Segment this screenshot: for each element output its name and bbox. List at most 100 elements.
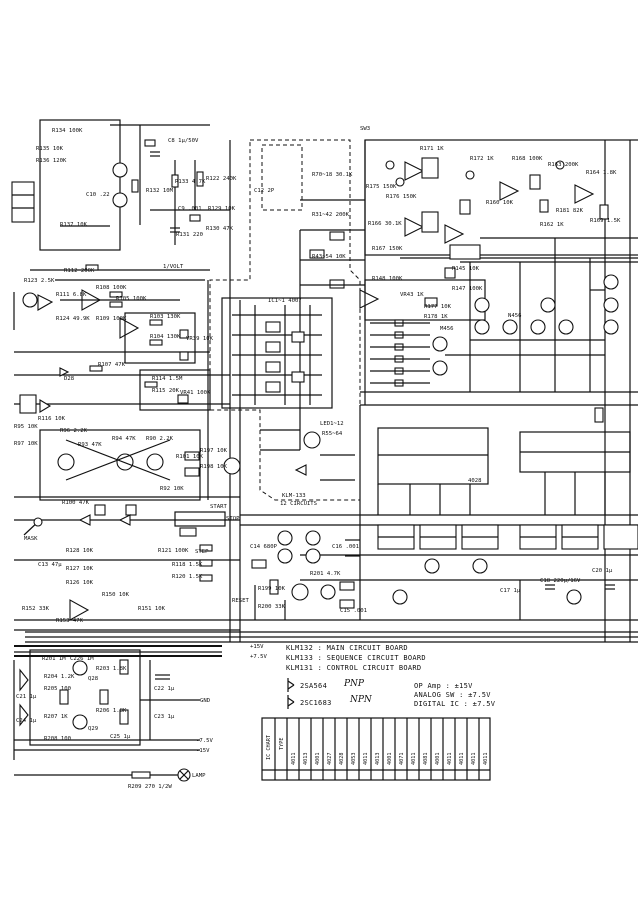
- component-label: Q28: [88, 676, 99, 682]
- component-label: R137 10K: [60, 222, 88, 228]
- component-label: R208 100: [44, 736, 71, 742]
- board-legend-line: KLM133 : SEQUENCE CIRCUIT BOARD: [286, 654, 426, 662]
- label-reset: RESET: [232, 598, 249, 604]
- ic-type: 4081: [423, 753, 429, 766]
- flipflop-chain: [300, 524, 638, 620]
- component-label: R126 10K: [66, 580, 94, 586]
- component-label: R134 100K: [52, 128, 83, 134]
- label-ic4007: IC1~1 4007: [268, 298, 302, 304]
- decoder-section: [377, 407, 631, 515]
- label-m456: M456: [440, 326, 453, 332]
- component-label: R153 47K: [56, 618, 84, 624]
- schematic-labels: +15V +7.5V GND -7.5V -15V LAMP 1/VOLT ST…: [14, 126, 621, 790]
- component-label: R209 270 1/2W: [128, 784, 172, 790]
- component-label: R176 150K: [386, 194, 417, 200]
- ic-type: 4053: [351, 753, 357, 766]
- label-plus15: +15V: [250, 644, 264, 650]
- supply-legend-line: ANALOG SW : ±7.5V: [414, 691, 491, 699]
- component-label: R177 10K: [424, 304, 452, 310]
- component-label: C16 .001: [332, 544, 359, 550]
- label-mask: MASK: [24, 536, 38, 542]
- label-klm133: KLM-133: [282, 493, 306, 499]
- label-gnd: GND: [200, 698, 211, 704]
- ic-type: 4011: [483, 753, 489, 766]
- component-label: R172 1K: [470, 156, 494, 162]
- component-label: R127 10K: [66, 566, 94, 572]
- component-label: R151 10K: [138, 606, 166, 612]
- component-label: R95 10K: [14, 424, 38, 430]
- component-label: R201 1M: [42, 656, 66, 662]
- top-right-section: [300, 139, 638, 321]
- component-label: R135 10K: [36, 146, 64, 152]
- component-label: D28: [64, 376, 75, 382]
- supply-legend-line: DIGITAL IC : ±7.5V: [414, 700, 496, 708]
- component-label: R148 100K: [372, 276, 403, 282]
- component-label: R112 200K: [64, 268, 95, 274]
- label-start: START: [210, 504, 227, 510]
- ic-type: 4071: [399, 753, 405, 766]
- ic-type: 4013: [375, 753, 381, 766]
- component-label: R132 10M: [146, 188, 174, 194]
- component-label: R114 1.5M: [152, 376, 183, 382]
- component-label: R147 100K: [452, 286, 483, 292]
- component-label: R169 1.5K: [590, 218, 621, 224]
- component-label: R100 47K: [62, 500, 90, 506]
- component-label: R101 10K: [176, 454, 204, 460]
- component-label: C17 1μ: [500, 588, 521, 594]
- ic-type: 4011: [471, 753, 477, 766]
- component-label: R107 47K: [98, 362, 126, 368]
- ic-chart-row-label: TYPE: [279, 738, 285, 751]
- legend-block: KLM132 : MAIN CIRCUIT BOARD KLM133 : SEQ…: [286, 644, 496, 709]
- component-label: R166 30.1K: [368, 221, 402, 227]
- label-led: LED1~12: [320, 421, 344, 427]
- ic-type: 4011: [291, 753, 297, 766]
- component-label: C24 1μ: [16, 718, 37, 724]
- component-label: R121 100K: [158, 548, 189, 554]
- component-label: C21 1μ: [16, 694, 37, 700]
- component-label: C13 47μ: [38, 562, 62, 568]
- component-label: R131 220: [176, 232, 203, 238]
- component-label: R198 10K: [200, 464, 228, 470]
- component-label: C23 1μ: [154, 714, 175, 720]
- transistor-code: 2SA564: [300, 682, 327, 690]
- component-label: R115 20K: [152, 388, 180, 394]
- component-label: R116 10K: [38, 416, 66, 422]
- component-label: R145 10K: [452, 266, 480, 272]
- component-label: R97 10K: [14, 441, 38, 447]
- transistor-type: NPN: [349, 695, 373, 705]
- ic-type: 4011: [459, 753, 465, 766]
- component-label: R167 150K: [372, 246, 403, 252]
- board-legend-line: KLM131 : CONTROL CIRCUIT BOARD: [286, 664, 421, 672]
- component-label: C14 680P: [250, 544, 278, 550]
- ic-type: 4027: [327, 753, 333, 766]
- component-label: C226 1M: [70, 656, 94, 662]
- component-label: R124 49.9K: [56, 316, 90, 322]
- component-label: R109 100K: [96, 316, 127, 322]
- component-label: R205 100: [44, 686, 71, 692]
- component-label: R130 47K: [206, 226, 234, 232]
- component-label: R203 1.8K: [96, 666, 127, 672]
- npn-symbol-icon: [287, 695, 295, 709]
- component-label: R93 47K: [78, 442, 102, 448]
- component-label: VR39 10K: [186, 336, 214, 342]
- ic-type: 4028: [339, 753, 345, 766]
- component-label: C10 .22: [86, 192, 110, 198]
- component-label: C20 1μ: [592, 568, 613, 574]
- component-label: R123 2.5K: [24, 278, 55, 284]
- transistor-code: 2SC1683: [300, 699, 332, 707]
- component-label: R207 1K: [44, 714, 68, 720]
- component-label: C9 .001: [178, 206, 202, 212]
- ic-chart: IC CHART TYPE 4011 4013 4001 4027 4028 4…: [266, 735, 489, 765]
- label-r55: R55~64: [322, 431, 343, 437]
- board-legend-line: KLM132 : MAIN CIRCUIT BOARD: [286, 644, 408, 652]
- component-label: R163 200K: [548, 162, 579, 168]
- component-label: VR41 100K: [180, 390, 211, 396]
- component-label: R197 10K: [200, 448, 228, 454]
- component-label: R94 47K: [112, 436, 136, 442]
- ic-type: 4013: [303, 753, 309, 766]
- component-label: R152 33K: [22, 606, 50, 612]
- label-minus15: -15V: [196, 748, 210, 754]
- component-label: Q29: [88, 726, 98, 732]
- component-label: R136 120K: [36, 158, 67, 164]
